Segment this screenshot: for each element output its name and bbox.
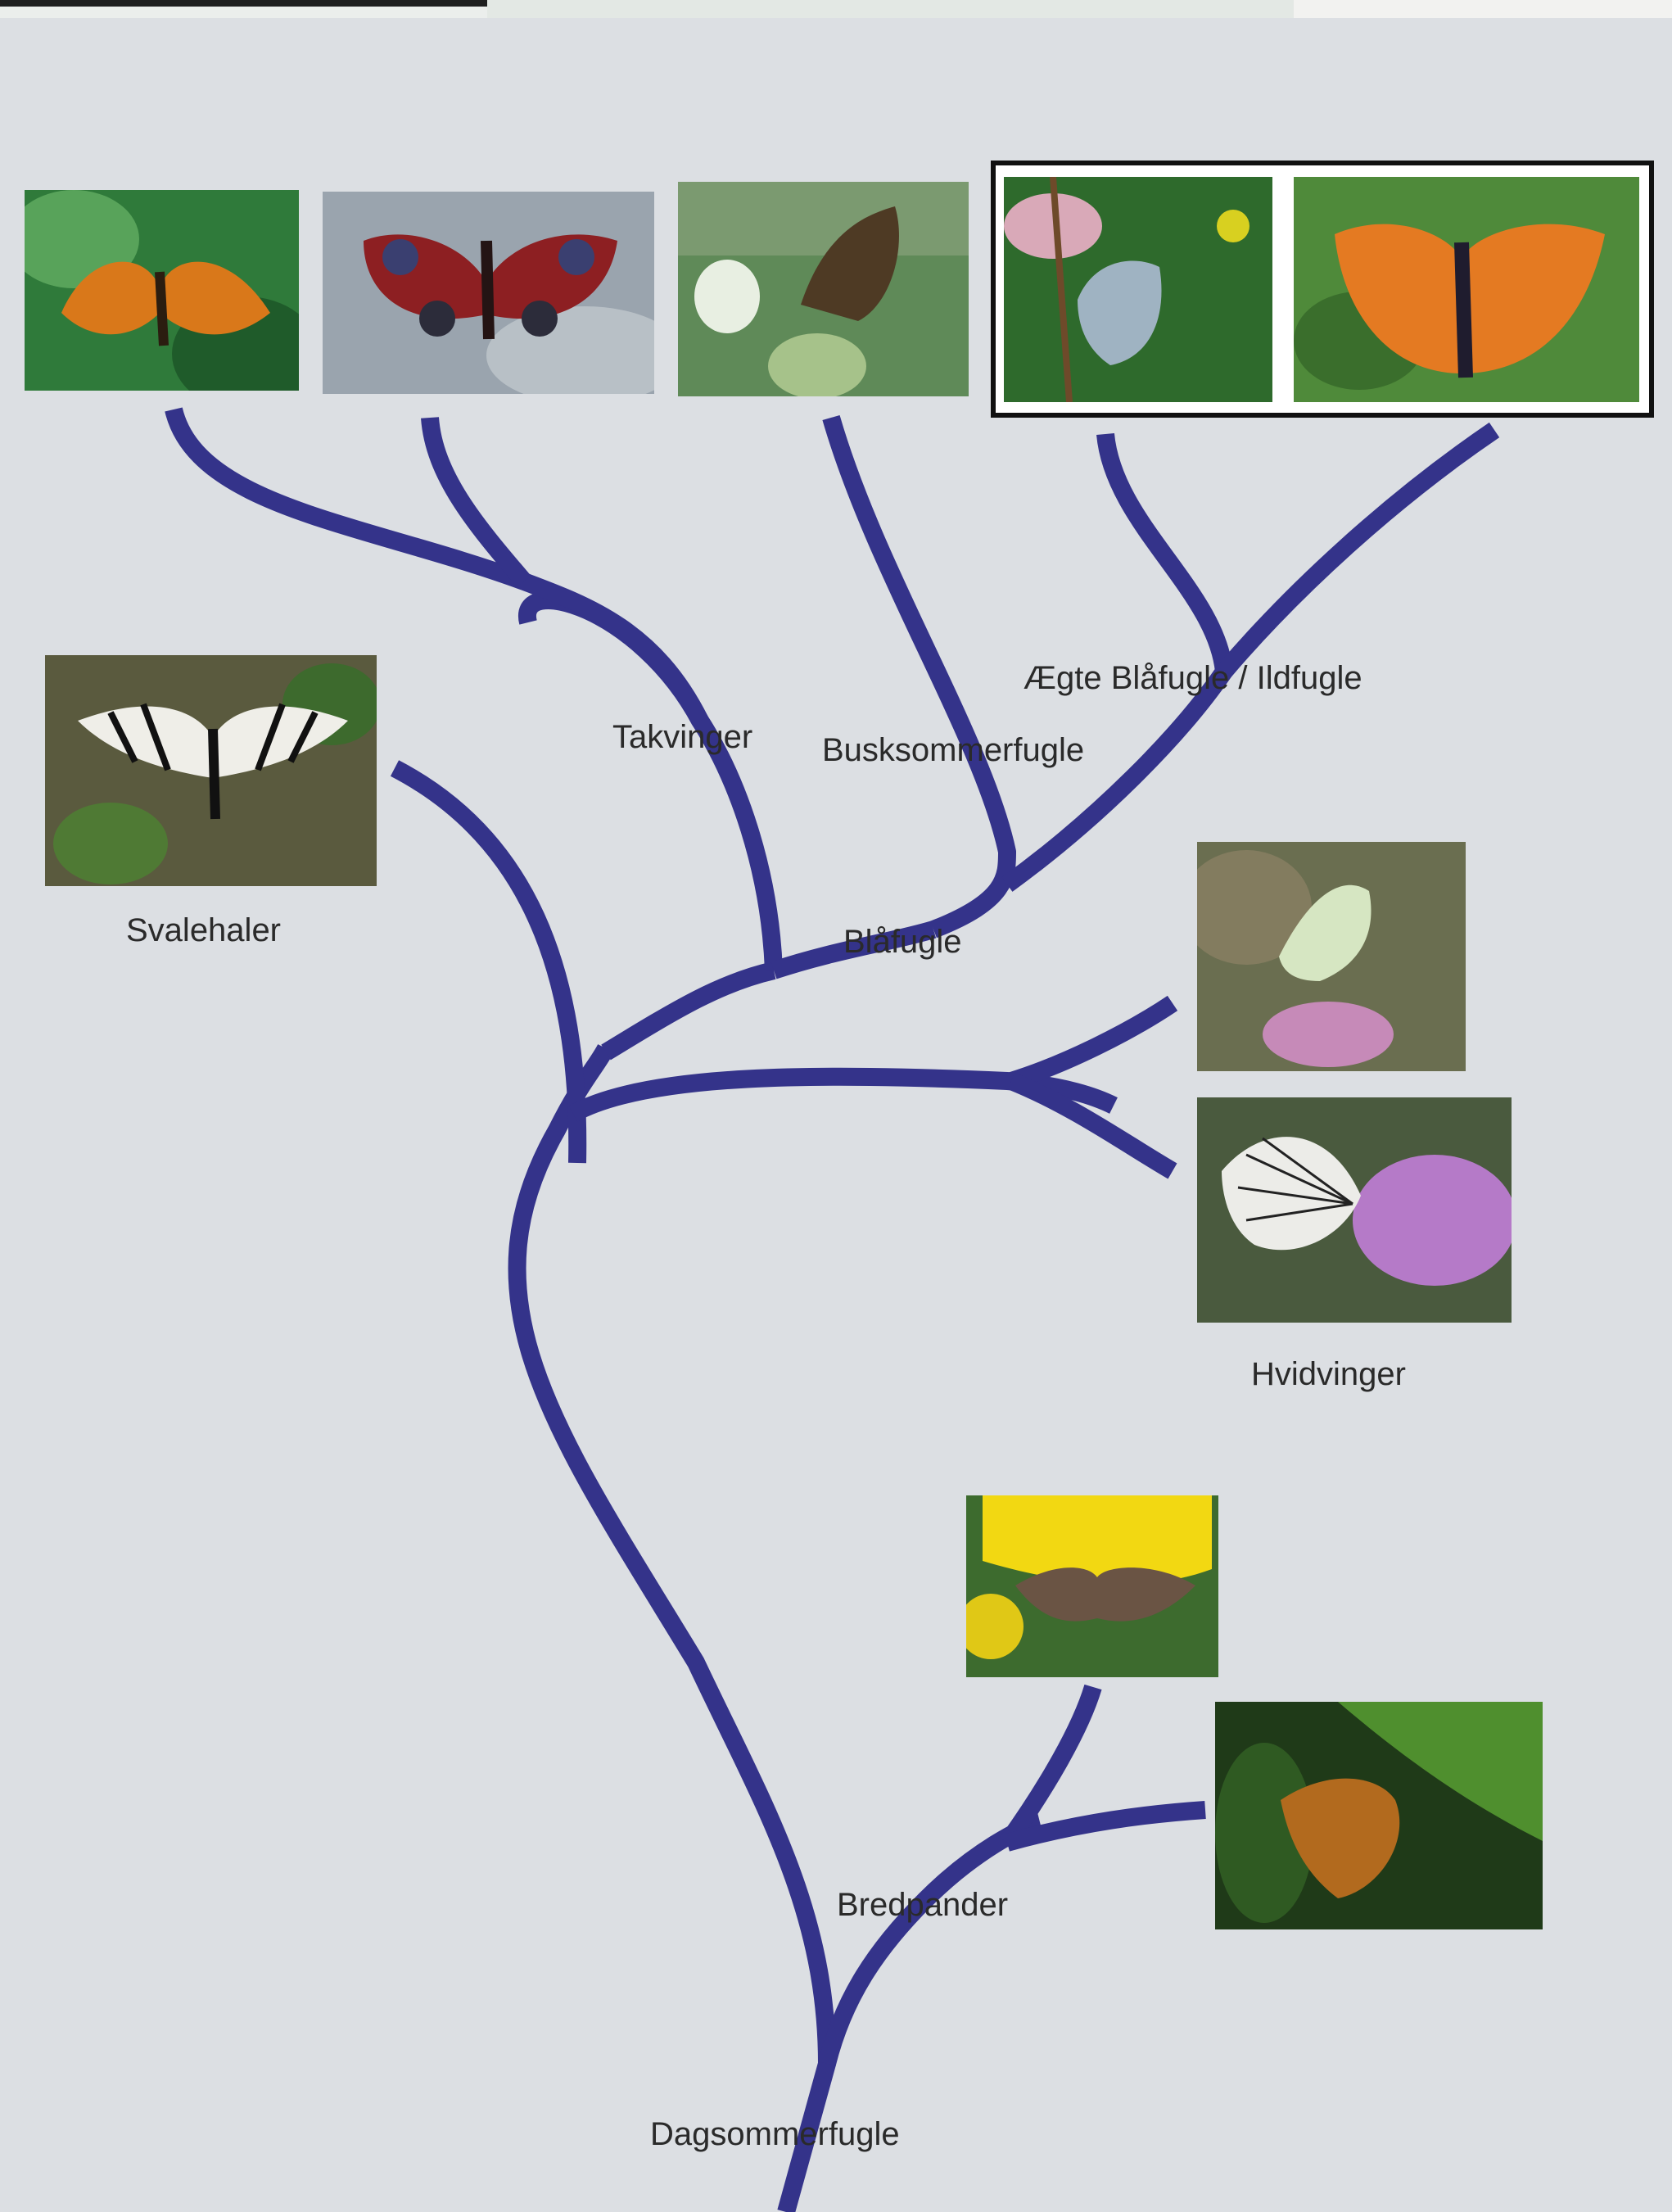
branch-bredpander	[827, 1822, 1040, 2064]
peacock-photo	[323, 192, 654, 394]
label-hvidvinger: Hvidvinger	[1251, 1358, 1406, 1391]
label-svalehaler: Svalehaler	[126, 914, 281, 947]
black-veined-white-photo	[1197, 1097, 1512, 1323]
large-skipper-photo	[1215, 1702, 1543, 1929]
branch-aegte-left	[1105, 434, 1224, 672]
branch-hvid-top	[1011, 1003, 1173, 1081]
checkerspot-photo	[25, 190, 299, 391]
branch-svalehaler	[395, 768, 577, 1163]
branch-aegte-right	[1224, 430, 1494, 672]
branch-trunk	[517, 1048, 827, 2212]
label-takvinger: Takvinger	[612, 721, 752, 753]
label-blaafugle: Blåfugle	[843, 925, 962, 958]
hairstreak-photo	[678, 182, 969, 396]
branch-aegte	[1007, 672, 1224, 884]
label-dagsommerfugle: Dagsommerfugle	[650, 2118, 900, 2151]
blue-photo	[1004, 177, 1272, 402]
copper-photo	[1294, 177, 1639, 402]
brimstone-photo	[1197, 842, 1466, 1071]
label-busksommerfugle: Busksommerfugle	[822, 734, 1084, 767]
branch-upper	[606, 970, 774, 1052]
label-bredpander: Bredpander	[837, 1889, 1008, 1921]
swallowtail-photo	[45, 655, 377, 886]
branch-busk	[831, 418, 1007, 930]
label-aegte-blaafugle: Ægte Blåfugle / Ildfugle	[1024, 662, 1362, 694]
grizzled-skipper-photo	[966, 1495, 1218, 1677]
